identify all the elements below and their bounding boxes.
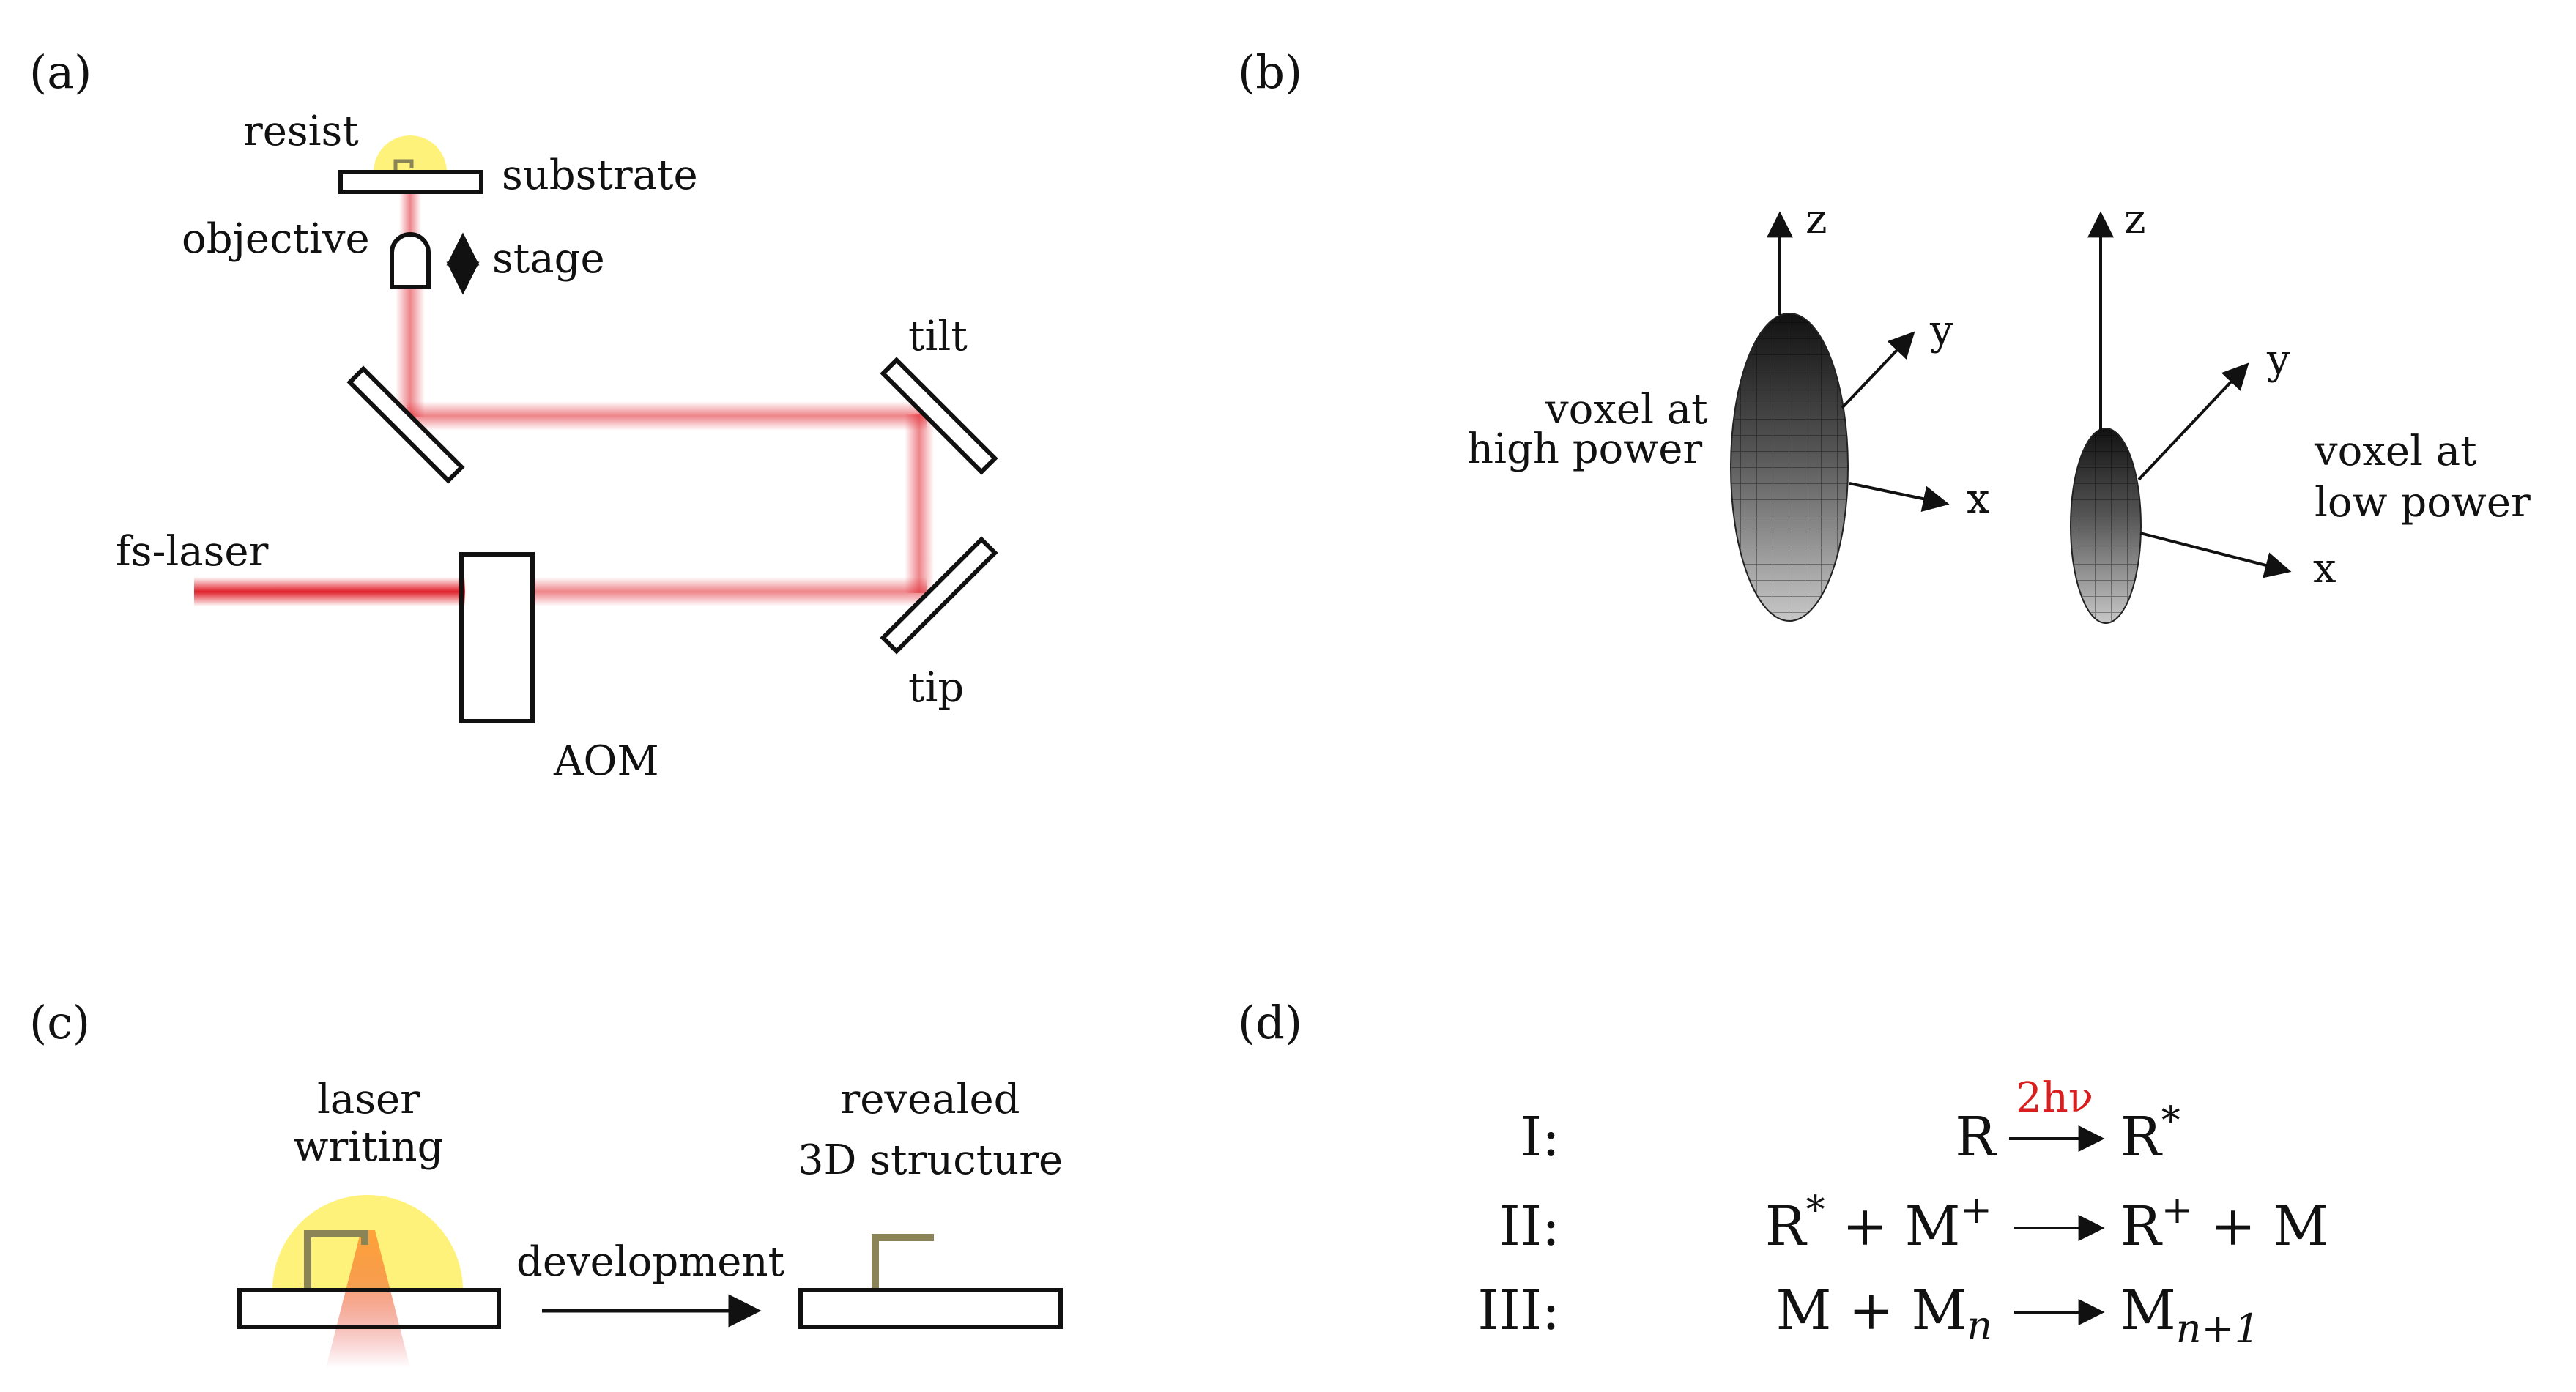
aom-crystal xyxy=(459,552,535,723)
reaction-2-lhs-plus: + xyxy=(1960,1188,1992,1232)
beam-up-to-objective xyxy=(396,289,425,417)
reaction-3-rhs: Mn+1 xyxy=(2120,1279,2260,1352)
panel-d-tag: (d) xyxy=(1238,996,1302,1049)
substrate-writing xyxy=(237,1288,501,1329)
objective-lens xyxy=(390,232,431,289)
reaction-2-rhs-join: + M xyxy=(2193,1195,2328,1258)
panel-c: (c) laser writing revealed 3D structure … xyxy=(29,996,1063,1368)
resist-structure xyxy=(393,159,414,172)
label-high-line2: high power xyxy=(1467,425,1702,473)
beam-fs-laser xyxy=(194,577,465,606)
axis-x-low-label: x xyxy=(2313,545,2336,592)
mirror-tip xyxy=(880,536,998,655)
axis-y-high-label: y xyxy=(1929,307,1953,354)
reaction-1-rhs: R* xyxy=(2120,1099,2180,1169)
axis-x-low xyxy=(2139,532,2292,578)
axis-y-low xyxy=(2137,362,2249,481)
reaction-2-rhs-r: R xyxy=(2120,1195,2163,1258)
voxel-high-power xyxy=(1730,313,1849,622)
panel-a-tag: (a) xyxy=(29,45,92,99)
reaction-2-lhs: R* + M+ xyxy=(1765,1188,1992,1258)
beam-vertical-right xyxy=(905,414,934,593)
reaction-1-label: I: xyxy=(1521,1106,1560,1169)
label-low-line1: voxel at xyxy=(2314,428,2477,475)
beam-top xyxy=(407,401,927,431)
panel-c-tag: (c) xyxy=(29,996,90,1049)
reaction-3-rhs-m: M xyxy=(2120,1279,2176,1342)
axis-y-low-label: y xyxy=(2266,336,2290,384)
label-objective: objective xyxy=(182,215,370,263)
voxel-low-power xyxy=(2070,428,2142,624)
label-low-line2: low power xyxy=(2315,479,2531,526)
label-tilt: tilt xyxy=(908,313,968,360)
substrate xyxy=(338,170,483,194)
axis-z-high-label: z xyxy=(1805,196,1827,243)
label-aom: AOM xyxy=(553,737,659,785)
label-revealed-line1: revealed xyxy=(841,1076,1020,1123)
panel-b-tag: (b) xyxy=(1238,45,1302,99)
label-revealed-line2: 3D structure xyxy=(798,1136,1063,1184)
label-development: development xyxy=(516,1238,785,1286)
reaction-2-lhs-join: + M xyxy=(1825,1195,1961,1258)
label-laser-line1: laser xyxy=(317,1076,420,1123)
reaction-2-label: II: xyxy=(1499,1195,1560,1258)
written-structure xyxy=(304,1230,368,1290)
reaction-2-rhs-plus: + xyxy=(2161,1188,2194,1232)
substrate-revealed xyxy=(798,1288,1063,1329)
resist-droplet xyxy=(374,135,447,172)
photon-label: 2hν xyxy=(2016,1074,2093,1122)
focused-laser-cone xyxy=(326,1230,410,1368)
reaction-2-lhs-r: R xyxy=(1765,1195,1808,1258)
reaction-3-lhs-m: M + M xyxy=(1776,1279,1967,1342)
axis-x-high-label: x xyxy=(1967,475,1990,523)
revealed-structure xyxy=(872,1234,934,1290)
axis-z-low-label: z xyxy=(2124,196,2146,243)
reaction-3-rhs-n1: n+1 xyxy=(2176,1306,2260,1352)
mirror-bottom-left xyxy=(346,365,465,484)
label-resist: resist xyxy=(243,108,359,155)
label-substrate: substrate xyxy=(502,152,698,199)
reaction-1-lhs: R xyxy=(1955,1106,1997,1169)
axis-y-high xyxy=(1841,331,1915,409)
beam-after-aom xyxy=(531,577,927,606)
mirror-tilt xyxy=(880,357,998,475)
reaction-2-lhs-star: * xyxy=(1806,1188,1825,1232)
panel-d: (d) I: II: III: R 2hν R* R* + M+ R+ + M … xyxy=(1238,996,2328,1352)
reaction-1-rhs-r: R xyxy=(2120,1106,2163,1169)
label-stage: stage xyxy=(492,235,605,283)
reaction-2-rhs: R+ + M xyxy=(2120,1188,2328,1258)
label-high-line1: voxel at xyxy=(1545,386,1708,433)
reaction-3-lhs-n: n xyxy=(1967,1303,1992,1349)
panel-a: (a) resist substrate objective stage til… xyxy=(29,45,998,785)
label-fs-laser: fs-laser xyxy=(116,528,269,576)
label-tip: tip xyxy=(908,664,964,712)
label-laser-line2: writing xyxy=(294,1123,444,1171)
reaction-3-lhs: M + Mn xyxy=(1776,1279,1992,1349)
reaction-1-rhs-star: * xyxy=(2161,1099,2180,1143)
axis-x-high xyxy=(1849,482,1950,512)
reaction-3-label: III: xyxy=(1477,1279,1560,1342)
panel-b: (b) z y x voxel at high power z y x voxe… xyxy=(1238,45,2531,624)
